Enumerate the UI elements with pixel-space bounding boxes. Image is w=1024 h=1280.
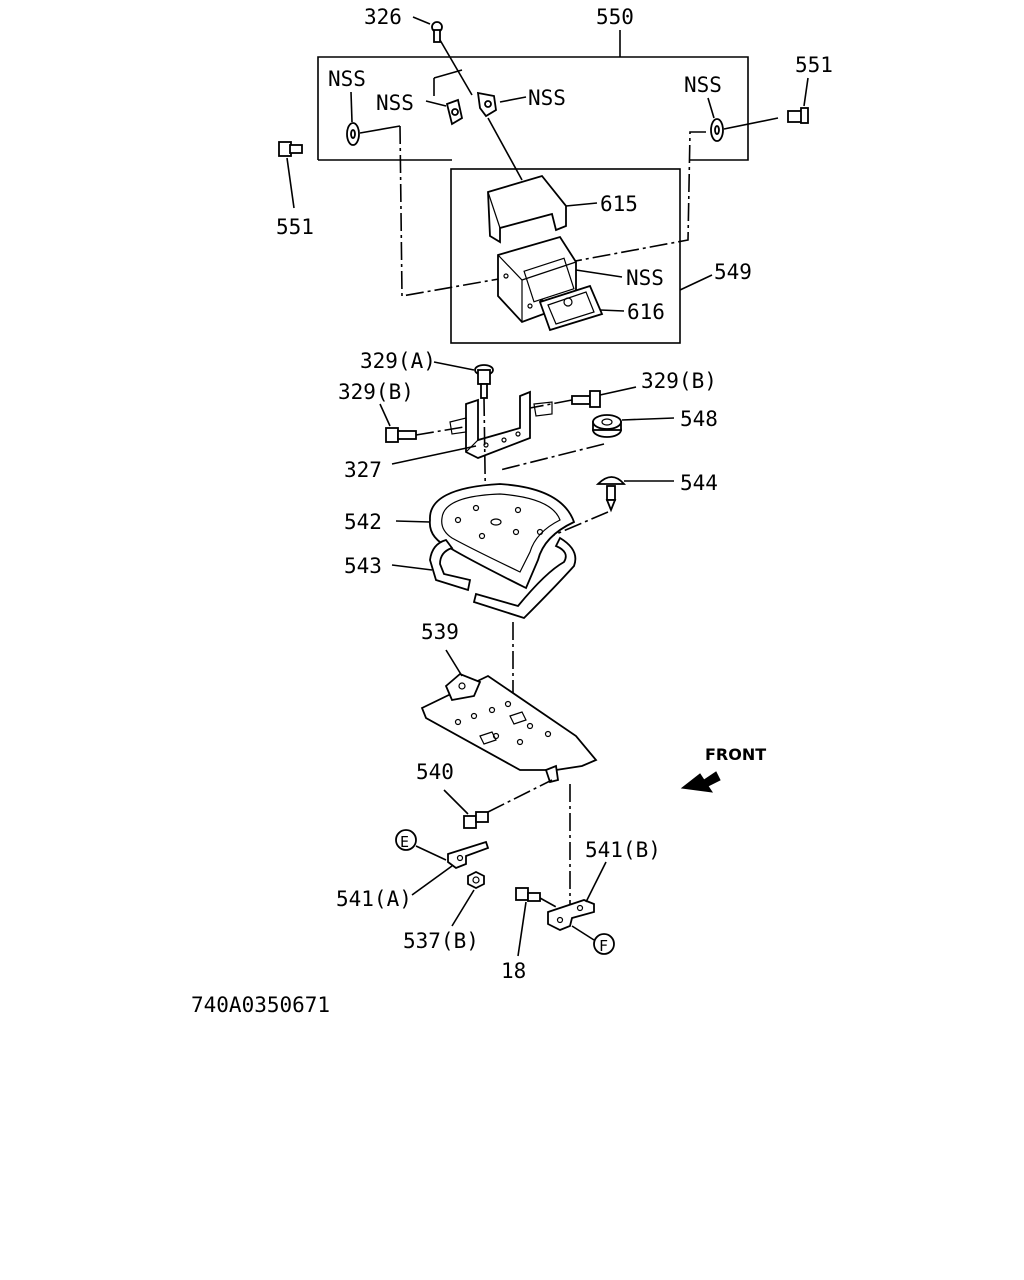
dash-540-to-plate bbox=[487, 779, 553, 813]
callout-543: 543 bbox=[344, 554, 382, 578]
dash-329b-left bbox=[415, 425, 471, 436]
callout-326: 326 bbox=[364, 5, 402, 29]
leader-329b-left bbox=[379, 403, 391, 427]
leader-nss-mid-b bbox=[499, 96, 527, 103]
front-arrow-icon bbox=[680, 771, 721, 793]
leader-nss-box bbox=[575, 269, 623, 278]
frame-543 bbox=[429, 536, 577, 620]
bolt-18 bbox=[515, 887, 541, 902]
nut-537b bbox=[467, 870, 485, 890]
callout-616: 616 bbox=[627, 300, 665, 324]
leader-329b-right bbox=[599, 386, 637, 396]
cover-615 bbox=[487, 174, 567, 244]
rivet-544 bbox=[595, 476, 626, 513]
bracket-541b bbox=[547, 899, 595, 931]
dash-18-to-541b bbox=[539, 897, 559, 909]
leader-543 bbox=[391, 564, 433, 571]
callout-327: 327 bbox=[344, 458, 382, 482]
leader-542 bbox=[395, 520, 431, 523]
grommet-548 bbox=[592, 414, 622, 438]
leader-washer-left bbox=[359, 125, 401, 134]
front-label: FRONT bbox=[705, 745, 766, 764]
callout-541a: 541(A) bbox=[336, 887, 412, 911]
callout-nss-right-top: NSS bbox=[684, 73, 722, 97]
callout-329a: 329(A) bbox=[360, 349, 436, 373]
leader-539 bbox=[445, 649, 463, 677]
callout-551-left: 551 bbox=[276, 215, 314, 239]
bolt-329b-right bbox=[571, 390, 601, 408]
callout-540: 540 bbox=[416, 760, 454, 784]
leader-18 bbox=[517, 901, 527, 957]
leader-551-right bbox=[803, 77, 809, 107]
leader-326 bbox=[412, 16, 431, 25]
bolt-540 bbox=[463, 811, 489, 829]
circle-f-label: F bbox=[599, 937, 608, 955]
callout-541b: 541(B) bbox=[585, 838, 661, 862]
leader-549 bbox=[679, 274, 713, 291]
bolt-551-right bbox=[787, 107, 809, 124]
leader-nss-mid-a bbox=[425, 100, 447, 107]
leader-551-left bbox=[286, 157, 295, 209]
dash-right-washer-to-box bbox=[569, 131, 706, 263]
dash-left-washer-to-box bbox=[399, 125, 511, 297]
leader-circle-f bbox=[571, 925, 595, 941]
clip-nss-b bbox=[476, 91, 497, 118]
bolt-329b-left bbox=[385, 427, 417, 443]
leader-329a bbox=[433, 361, 475, 371]
callout-549: 549 bbox=[714, 260, 752, 284]
leader-nss-left-top bbox=[350, 91, 353, 123]
base-plate-539 bbox=[420, 672, 598, 784]
leader-327 bbox=[391, 445, 477, 465]
callout-544: 544 bbox=[680, 471, 718, 495]
leader-326-615-lower bbox=[487, 117, 523, 181]
bracket-327 bbox=[449, 390, 553, 459]
leader-washer-right bbox=[723, 117, 779, 130]
leader-541a bbox=[411, 865, 453, 896]
leader-548 bbox=[621, 417, 675, 421]
leader-616 bbox=[599, 309, 625, 312]
washer-nss-right bbox=[710, 118, 724, 142]
callout-329b-right: 329(B) bbox=[641, 369, 717, 393]
leader-nss-right-top bbox=[707, 97, 715, 119]
bracket-541a bbox=[447, 840, 490, 870]
callout-615: 615 bbox=[600, 192, 638, 216]
leader-615 bbox=[565, 202, 598, 207]
group-box-550 bbox=[317, 56, 749, 161]
callout-539: 539 bbox=[421, 620, 459, 644]
reference-circle-e bbox=[395, 829, 417, 851]
bolt-551-left bbox=[278, 141, 303, 157]
callout-nss-box: NSS bbox=[626, 266, 664, 290]
reference-circle-f bbox=[593, 933, 615, 955]
bolt-329a bbox=[474, 364, 494, 399]
callout-18: 18 bbox=[501, 959, 526, 983]
screw-326 bbox=[431, 21, 443, 43]
callout-542: 542 bbox=[344, 510, 382, 534]
leader-540 bbox=[443, 789, 469, 815]
callout-nss-mid-b: NSS bbox=[528, 86, 566, 110]
figure-id: 740A0350671 bbox=[191, 993, 330, 1017]
dash-329b-right bbox=[529, 399, 573, 409]
dash-544-to-seat bbox=[513, 511, 609, 553]
dash-548-to-seat bbox=[499, 443, 605, 471]
gasket-616 bbox=[538, 284, 604, 332]
callout-nss-mid-a: NSS bbox=[376, 91, 414, 115]
callout-548: 548 bbox=[680, 407, 718, 431]
leader-541b bbox=[585, 861, 607, 903]
clip-nss-a bbox=[445, 98, 464, 126]
callout-nss-left-top: NSS bbox=[328, 67, 366, 91]
leader-537b bbox=[451, 889, 475, 927]
washer-nss-left bbox=[346, 122, 360, 146]
leader-326-to-615 bbox=[439, 39, 473, 96]
callout-329b-left: 329(B) bbox=[338, 380, 414, 404]
clip-bracket-line-b bbox=[433, 69, 463, 79]
group-box-549 bbox=[450, 168, 681, 344]
callout-551-right: 551 bbox=[795, 53, 833, 77]
callout-537b: 537(B) bbox=[403, 929, 479, 953]
callout-550: 550 bbox=[596, 5, 634, 29]
circle-e-label: E bbox=[400, 833, 409, 851]
leader-circle-e bbox=[415, 845, 447, 861]
